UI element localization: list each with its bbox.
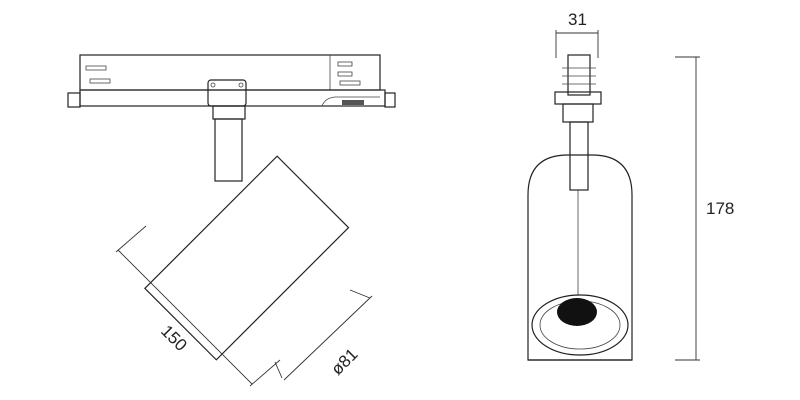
height-label: 178 <box>706 199 734 218</box>
stem <box>569 121 589 191</box>
cylinder-body <box>527 154 633 361</box>
height-dimension: 178 <box>675 56 734 361</box>
bracket <box>554 54 602 123</box>
length-label: 150 <box>157 321 190 354</box>
lens <box>557 298 597 326</box>
front-view: 31 178 <box>527 10 734 361</box>
side-view: 150 ø81 <box>67 54 396 387</box>
track-adapter <box>67 54 396 120</box>
tilted-luminaire-body <box>144 155 350 361</box>
diameter-dimension: ø81 <box>274 289 373 381</box>
length-dimension: 150 <box>115 225 281 387</box>
width-label: 31 <box>568 10 587 29</box>
width-dimension: 31 <box>555 10 599 58</box>
stem <box>214 118 243 182</box>
diameter-label: ø81 <box>327 345 361 379</box>
